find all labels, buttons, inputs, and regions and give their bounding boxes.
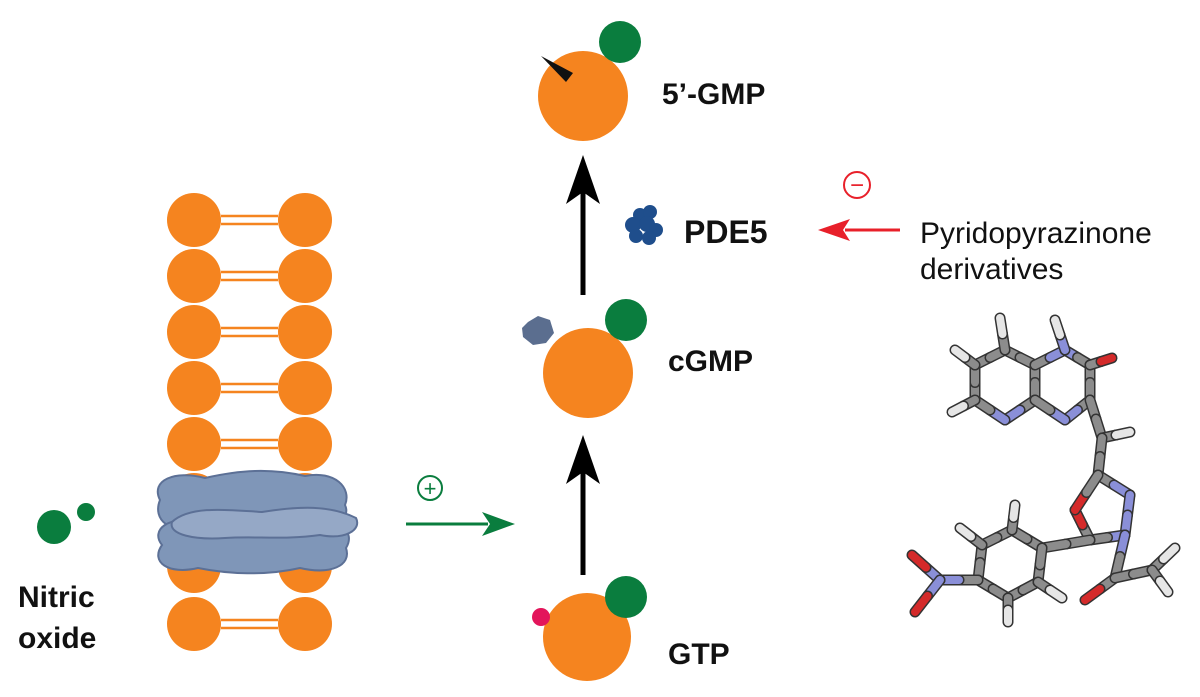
nitric-oxide-label-line1: Nitric	[18, 581, 95, 614]
gtp-molecule	[532, 576, 647, 681]
nitric-oxide-label-line2: oxide	[18, 622, 96, 655]
pde5-label: PDE5	[684, 214, 768, 250]
activation-sign: +	[417, 475, 443, 501]
lipid-pair	[167, 361, 332, 415]
inhibition-sign: −	[843, 171, 871, 199]
guanylate-cyclase-protein	[156, 469, 359, 575]
lipid-pair	[167, 417, 332, 471]
lipid-bilayer	[167, 193, 332, 651]
inhibitor-label-line2: derivatives	[920, 253, 1063, 286]
cgmp-molecule	[522, 299, 647, 418]
lipid-pair	[167, 305, 332, 359]
nitric-oxide-molecule	[37, 503, 95, 544]
inhibitor-label-line1: Pyridopyrazinone	[920, 217, 1152, 250]
arrow-gtp-to-cgmp	[566, 435, 600, 575]
inhibition-arrow	[818, 219, 900, 241]
lipid-pair	[167, 597, 332, 651]
svg-text:+: +	[424, 476, 437, 501]
lipid-pair	[167, 193, 332, 247]
gmp5-molecule	[538, 21, 641, 141]
gtp-label: GTP	[668, 638, 730, 671]
arrow-cgmp-to-5gmp	[566, 155, 600, 295]
svg-text:−: −	[850, 172, 864, 199]
activation-arrow	[406, 512, 515, 536]
gmp5-label: 5’-GMP	[662, 78, 765, 111]
cgmp-label: cGMP	[668, 345, 753, 378]
pyridopyrazinone-molecule-model	[906, 312, 1181, 628]
lipid-pair	[167, 249, 332, 303]
pde5-enzyme	[625, 205, 663, 245]
